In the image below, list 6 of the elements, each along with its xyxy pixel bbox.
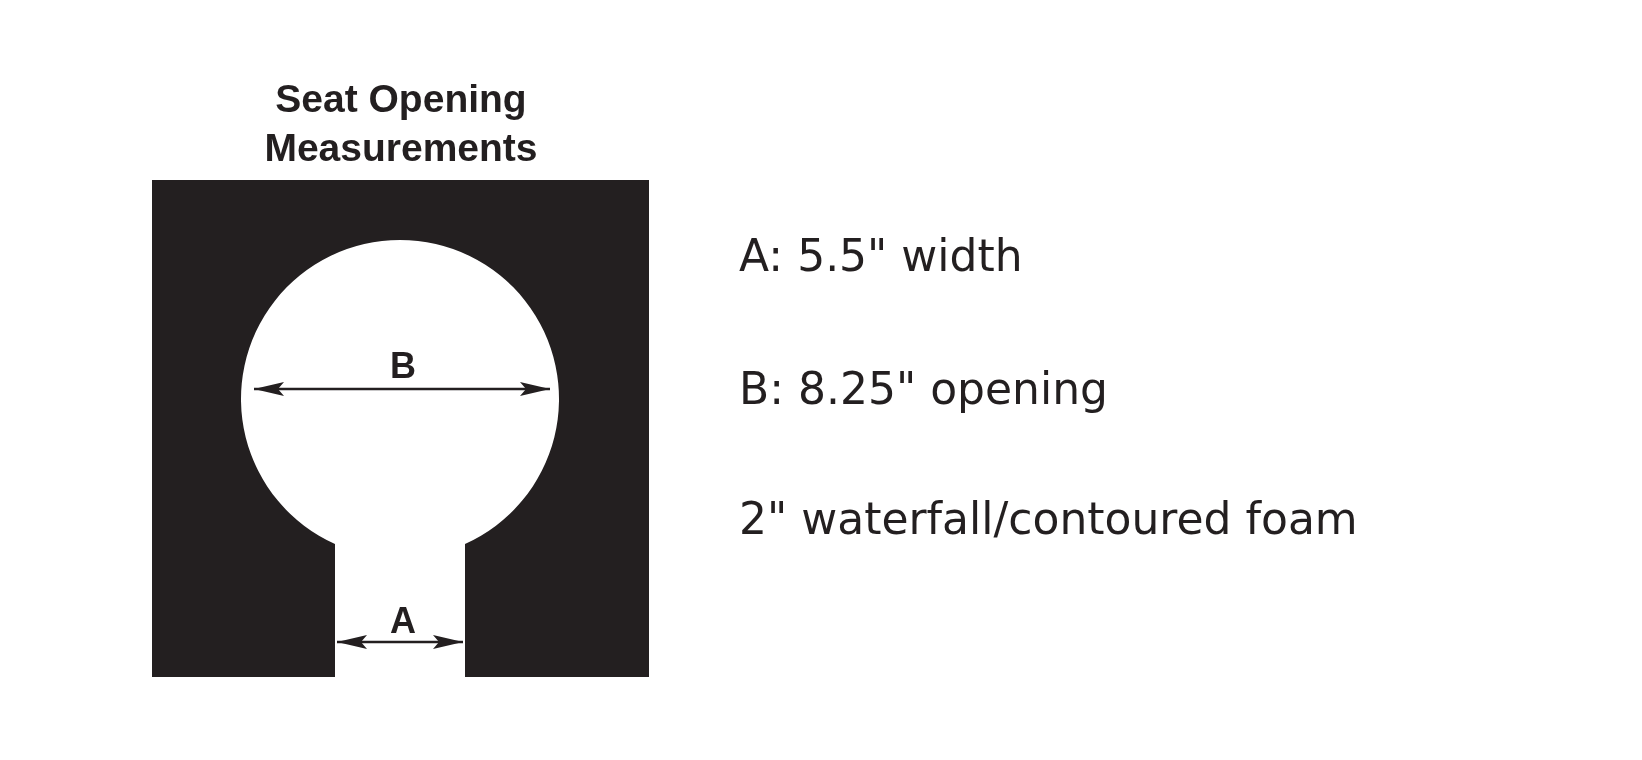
measurement-note: B: 8.25" opening [739,362,1109,414]
title: Seat Opening Measurements [263,76,539,171]
measurement-note: A: 5.5" width [739,229,1023,281]
dimension-label: B [390,345,416,387]
dimension-label: A [390,600,416,642]
measurement-note: 2" waterfall/contoured foam [739,492,1358,544]
